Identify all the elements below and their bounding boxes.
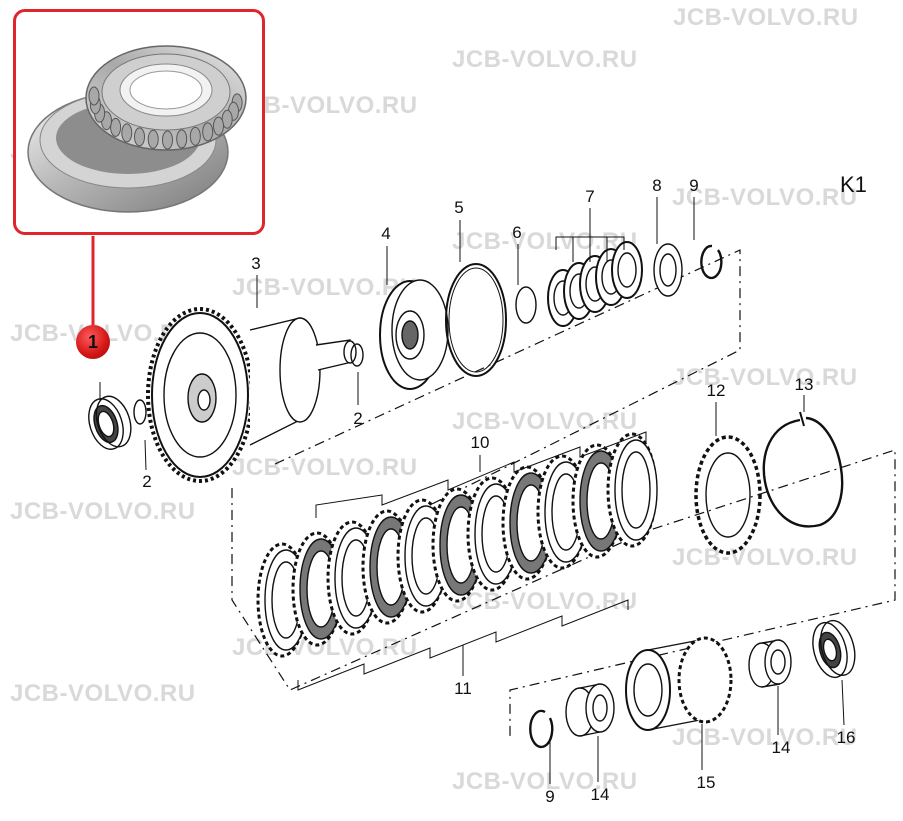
bearing-part-16 xyxy=(812,619,856,679)
clutch-plate-stack xyxy=(256,432,658,658)
circlip-part-13 xyxy=(762,416,844,528)
spring-washer xyxy=(611,241,643,299)
part-number[interactable]: 10 xyxy=(470,433,490,452)
part-number[interactable]: 2 xyxy=(142,472,152,491)
part-number[interactable]: 6 xyxy=(512,223,522,242)
bearing-photo xyxy=(13,9,265,235)
roller-bearing-part-14-right xyxy=(748,639,792,688)
snap-ring-part-9 xyxy=(700,244,723,280)
snap-ring-part-9-lower xyxy=(529,709,554,749)
assembly-boundary xyxy=(231,449,896,740)
gear-drum-part-3 xyxy=(146,307,357,483)
part-number[interactable]: 8 xyxy=(652,176,662,195)
part-number[interactable]: 4 xyxy=(381,224,391,243)
bearing-part-1 xyxy=(88,395,132,450)
part-number[interactable]: 13 xyxy=(794,375,814,394)
part-number[interactable]: 2 xyxy=(353,409,363,428)
tapered-bearing-image xyxy=(27,45,247,213)
snap-ring-part-2 xyxy=(350,343,364,367)
section-label: K1 xyxy=(840,172,867,197)
ring-part-6 xyxy=(515,286,537,324)
part-number[interactable]: 12 xyxy=(706,381,726,400)
part-number[interactable]: 7 xyxy=(585,187,595,206)
snap-ring-part-2 xyxy=(133,399,147,425)
callout-badge[interactable]: 1 xyxy=(76,325,110,359)
part-number[interactable]: 9 xyxy=(545,787,555,806)
part-number[interactable]: 16 xyxy=(836,728,856,747)
part-number[interactable]: 11 xyxy=(454,679,472,698)
leader-lines xyxy=(99,197,845,784)
roller-bearing-part-14 xyxy=(565,683,615,737)
end-plate-part-12 xyxy=(694,435,762,555)
part-number[interactable]: 9 xyxy=(689,176,699,195)
piston-part-4 xyxy=(379,279,449,390)
part-number[interactable]: 5 xyxy=(454,198,464,217)
gear-shaft-part-15 xyxy=(625,636,733,731)
thrust-washer-part-8 xyxy=(653,243,683,297)
part-number[interactable]: 15 xyxy=(696,773,716,792)
part-number[interactable]: 14 xyxy=(590,785,610,804)
o-ring-inner xyxy=(448,267,504,373)
spring-washer-stack-part-7 xyxy=(547,241,643,327)
o-ring-part-5 xyxy=(445,263,507,377)
separator-plate xyxy=(606,432,658,548)
part-number[interactable]: 14 xyxy=(771,738,791,757)
part-number[interactable]: 3 xyxy=(251,254,261,273)
thrust-washer-inner xyxy=(659,253,677,287)
